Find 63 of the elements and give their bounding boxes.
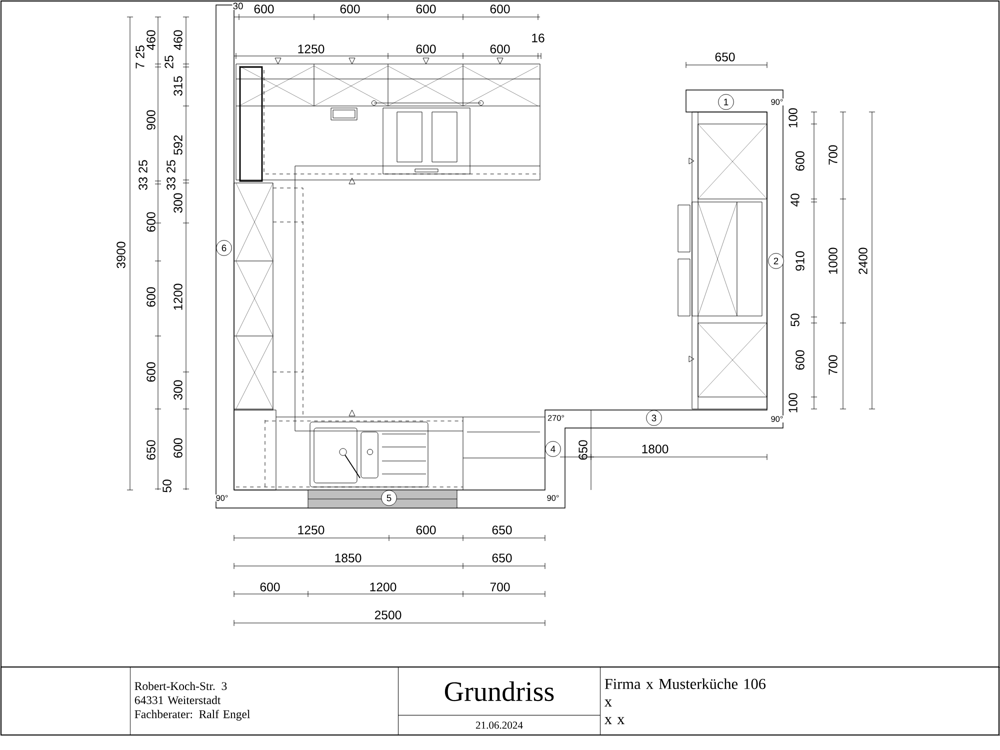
dimension-label: 650 <box>492 526 512 534</box>
dimension-label: 650 <box>146 440 156 460</box>
dimension-label: 1200 <box>370 582 396 592</box>
dimension-label: 315 <box>174 76 182 96</box>
callout-number: 3 <box>646 410 662 426</box>
dimension-label: 600 <box>146 362 156 382</box>
dimension-label: 600 <box>260 582 280 592</box>
dimension-label: 600 <box>340 4 360 14</box>
dimension-label: 600 <box>490 4 510 14</box>
dimension-label: 7 25 <box>136 46 144 68</box>
dimension-label: 1250 <box>298 526 324 534</box>
callout-number: 5 <box>381 490 397 506</box>
angle-label: 90° <box>215 494 229 502</box>
dimension-label: 600 <box>146 212 156 232</box>
title-block-cell: 21.06.2024 <box>398 714 600 736</box>
dimension-label: 700 <box>828 355 838 375</box>
dimension-label: 600 <box>254 4 274 14</box>
callout-number: 4 <box>545 441 561 457</box>
dimension-label: 600 <box>416 526 436 534</box>
callout-number: 1 <box>718 94 734 110</box>
dimension-label: 600 <box>796 151 804 171</box>
angle-label: 90° <box>770 98 784 106</box>
dimension-label: 33 25 <box>166 160 176 190</box>
dimension-label: 1850 <box>335 554 362 562</box>
dimension-label: 600 <box>146 287 156 307</box>
callout-number: 6 <box>216 240 232 256</box>
dimension-label: 100 <box>788 393 798 412</box>
dimension-label: 460 <box>174 30 182 50</box>
dimension-label: 650 <box>715 52 735 62</box>
title-block-cell: Grundriss <box>398 666 600 716</box>
dimension-label: 700 <box>828 145 838 165</box>
dimension-label: 100 <box>788 108 798 128</box>
title-block-cell: Firma x Musterküche 106 x x x <box>600 666 1000 736</box>
dimension-label: 650 <box>578 440 588 460</box>
dimension-label: 16 <box>532 34 544 42</box>
dimension-label: 600 <box>416 4 436 14</box>
dimension-label: 3900 <box>116 242 126 268</box>
dimension-label: 50 <box>162 480 172 492</box>
title-block-cell: Robert-Koch-Str. 3 64331 Weiterstadt Fachberater: Ralf Engel <box>130 666 398 736</box>
dimension-label: 900 <box>146 110 156 130</box>
dimension-label: 33 25 <box>138 160 148 190</box>
dimension-label: 650 <box>492 554 512 562</box>
dimension-label: 2500 <box>374 610 402 620</box>
dimension-label: 600 <box>490 44 510 54</box>
dimension-label: 50 <box>790 314 800 326</box>
angle-label: 270° <box>546 414 566 422</box>
dimension-label: 300 <box>174 380 182 400</box>
dimension-label: 910 <box>796 251 804 271</box>
dimension-label: 300 <box>174 193 182 213</box>
dimension-label: 1250 <box>298 44 324 54</box>
dimension-label: 600 <box>416 44 436 54</box>
angle-label: 90° <box>546 494 560 502</box>
dimension-label: 40 <box>790 194 800 207</box>
dimension-label: 25 <box>164 56 174 68</box>
angle-label: 90° <box>770 416 784 422</box>
dimension-label: 600 <box>174 438 182 458</box>
dimension-label: 30 <box>232 2 244 10</box>
dimension-label: 460 <box>146 30 156 50</box>
dimension-label: 592 <box>174 135 182 155</box>
callout-number: 2 <box>768 253 784 269</box>
dimension-label: 600 <box>796 350 804 370</box>
dimension-label: 700 <box>490 582 510 592</box>
dimension-label: 2400 <box>858 248 868 274</box>
